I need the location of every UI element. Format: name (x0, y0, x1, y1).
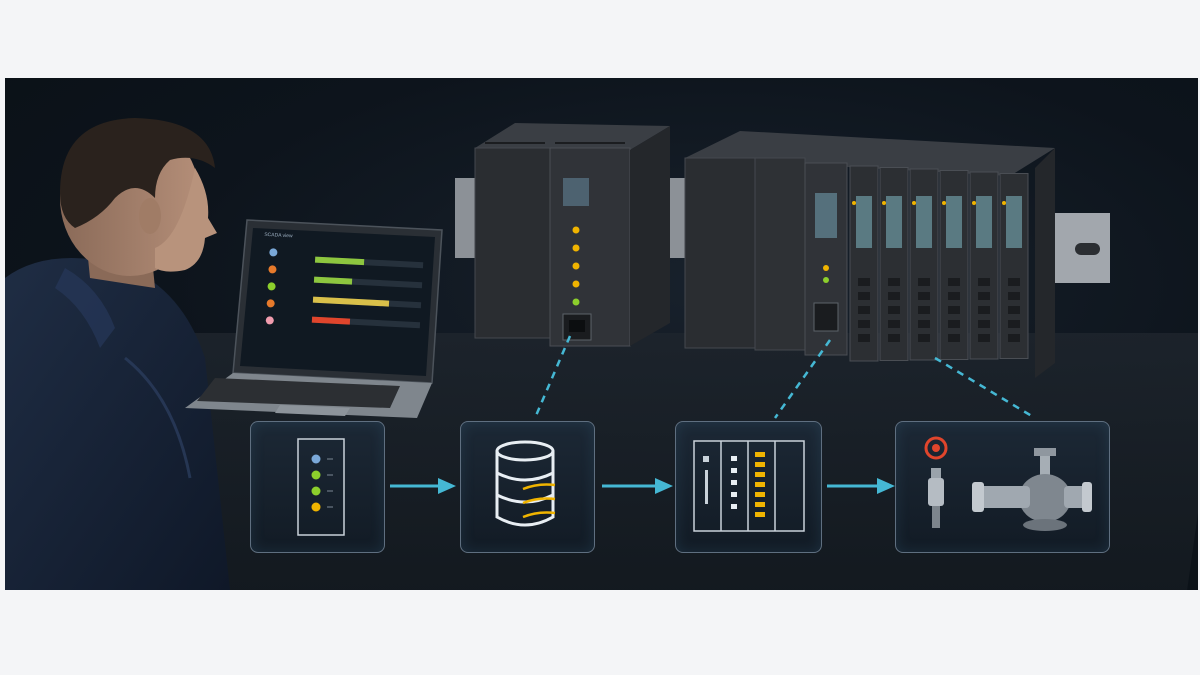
connector-line (533, 335, 572, 419)
io-module (969, 171, 999, 360)
led-status-panel-icon (297, 438, 345, 536)
plc-cpu-unit (455, 123, 685, 347)
flow-arrow (827, 478, 895, 494)
io-module (849, 165, 879, 362)
io-module (999, 173, 1029, 359)
connector-line (773, 339, 832, 419)
connector-lines (533, 335, 1036, 420)
io-module (939, 170, 969, 360)
io-module (879, 167, 909, 361)
connector-line (934, 356, 1036, 420)
io-module (909, 168, 939, 361)
flow-arrow (390, 478, 456, 494)
sensor-valve-icon (924, 436, 1092, 531)
plc-led-amber (572, 226, 580, 234)
io-module-rack-icon (693, 440, 805, 532)
flow-step-status-panel (250, 421, 385, 553)
plc-io-rack (684, 131, 1110, 378)
laptop: SCADA view (185, 218, 445, 438)
operator-person (5, 118, 230, 590)
plc-led-amber (572, 244, 580, 252)
hero-scene: SCADA view (5, 78, 1198, 590)
plc-led-amber (572, 262, 580, 270)
database-icon (495, 440, 556, 527)
plc-led-amber (572, 280, 580, 288)
flow-step-io-modules (675, 421, 822, 553)
flow-arrow (602, 478, 673, 494)
flow-step-field-devices (895, 421, 1110, 553)
plc-led-green (572, 298, 580, 306)
flow-step-data-storage (460, 421, 595, 553)
